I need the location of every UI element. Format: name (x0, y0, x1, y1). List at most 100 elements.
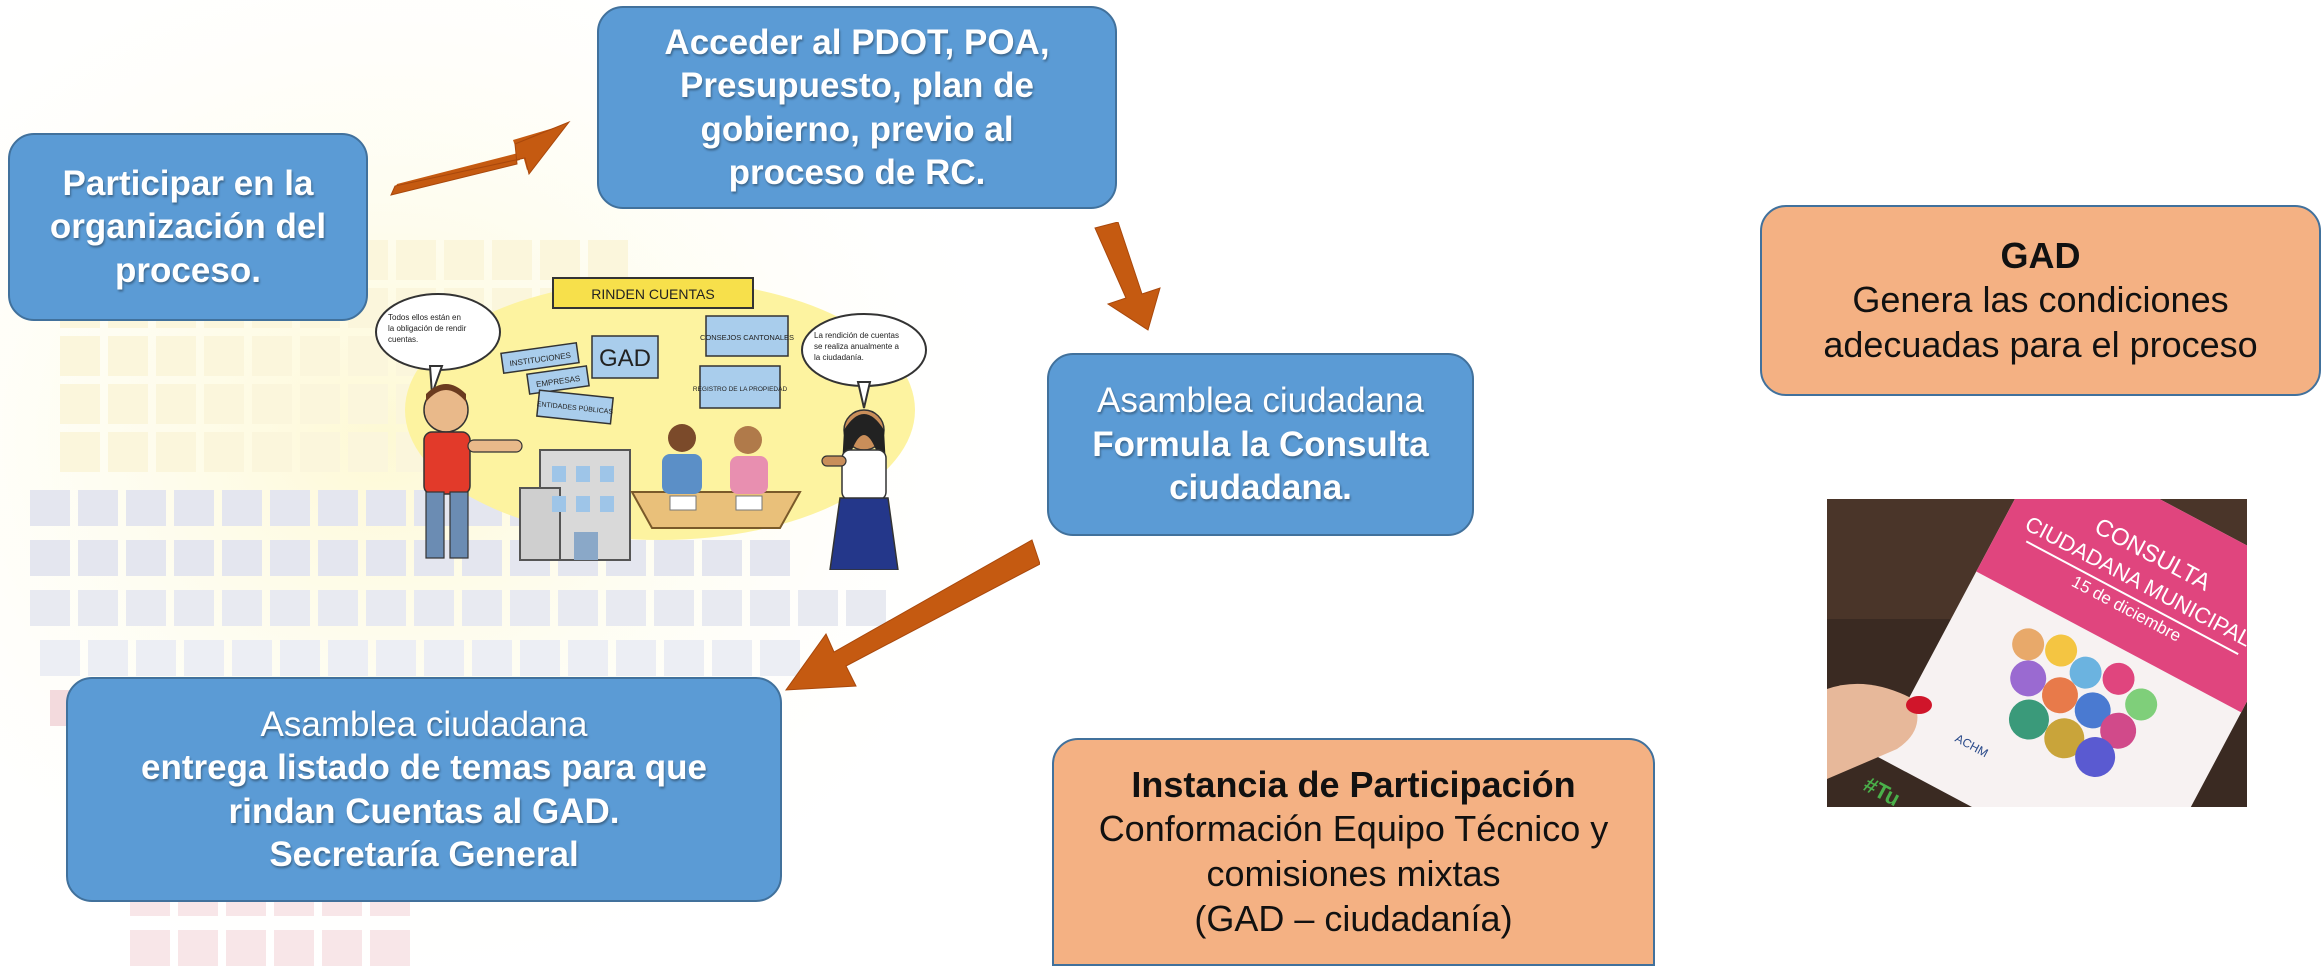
background-square (510, 590, 550, 626)
background-square (270, 490, 310, 526)
asamblea-formula-title: Asamblea ciudadana (1097, 381, 1424, 421)
background-square (366, 490, 406, 526)
background-square (654, 590, 694, 626)
arrow-left-down (784, 539, 1040, 691)
svg-text:La rendición de cuentas se: La rendición de cuentas se realiza anual… (814, 331, 901, 362)
background-square (204, 432, 244, 472)
background-square (60, 384, 100, 424)
background-square (616, 640, 656, 676)
background-square (798, 590, 838, 626)
background-square (40, 640, 80, 676)
participar-line-2: organización del (49, 207, 327, 247)
asamblea-formula-box: Asamblea ciudadana Formula la Consulta c… (1047, 353, 1474, 536)
background-square (222, 590, 262, 626)
background-square (462, 540, 502, 576)
background-square (846, 590, 886, 626)
background-square (156, 432, 196, 472)
instancia-line-1: Conformación Equipo Técnico y (1098, 808, 1609, 850)
participar-line-1: Participar en la (62, 163, 314, 203)
background-square (348, 384, 388, 424)
background-square (156, 336, 196, 376)
background-square (174, 490, 214, 526)
background-square (204, 336, 244, 376)
background-square (712, 640, 752, 676)
left-bubble-line-2: la obligación de rendir (388, 324, 467, 333)
background-square (396, 240, 436, 280)
background-square (492, 240, 532, 280)
acceder-line-4: proceso de RC. (728, 152, 986, 192)
background-square (366, 540, 406, 576)
background-square (444, 240, 484, 280)
background-square (370, 930, 410, 966)
background-square (300, 384, 340, 424)
background-square (60, 432, 100, 472)
building (519, 449, 631, 561)
background-square (178, 930, 218, 966)
banner-sign (552, 277, 754, 309)
right-bubble-line-3: la ciudadanía. (814, 353, 864, 362)
background-square (108, 336, 148, 376)
background-square (60, 336, 100, 376)
arrow-down (1094, 222, 1161, 331)
acceder-box: Acceder al PDOT, POA, Presupuesto, plan … (597, 6, 1117, 209)
background-square (472, 640, 512, 676)
participar-box: Participar en la organización del proces… (8, 133, 368, 321)
participar-line-3: proceso. (115, 250, 261, 290)
asamblea-entrega-title: Asamblea ciudadana (260, 704, 588, 744)
background-square (424, 640, 464, 676)
woman-figure (821, 409, 899, 570)
background-square (558, 590, 598, 626)
background-square (414, 590, 454, 626)
background-square (322, 930, 362, 966)
background-square (318, 540, 358, 576)
nail-polish (1906, 696, 1932, 714)
asamblea-formula-line-1: Formula la Consulta (1092, 424, 1429, 464)
background-square (664, 640, 704, 676)
background-square (126, 540, 166, 576)
instancia-line-2: comisiones mixtas (1206, 853, 1501, 894)
rinden-cuentas-illustration: RINDEN CUENTAS Todos ellos están en la o… (375, 277, 927, 570)
background-square (184, 640, 224, 676)
background-square (568, 640, 608, 676)
background-square (318, 490, 358, 526)
background-square (376, 640, 416, 676)
background-square (204, 384, 244, 424)
background-square (760, 640, 800, 676)
background-square (78, 540, 118, 576)
man-figure (423, 384, 523, 559)
hand (1827, 683, 1918, 779)
asamblea-entrega-line-1: entrega listado de temas para que (140, 748, 707, 788)
acceder-line-1: Acceder al PDOT, POA, (664, 22, 1050, 62)
svg-text:Todos ellos están en la ob: Todos ellos están en la obligación de re… (388, 313, 469, 344)
background-square (270, 590, 310, 626)
acceder-line-3: gobierno, previo al (700, 109, 1014, 149)
left-bubble-line-3: cuentas. (388, 335, 418, 344)
gad-line-2: adecuadas para el proceso (1823, 323, 2258, 365)
background-square (78, 590, 118, 626)
background-square (88, 640, 128, 676)
background-square (30, 490, 70, 526)
asamblea-formula-line-2: ciudadana. (1169, 468, 1352, 508)
background-square (606, 590, 646, 626)
background-square (252, 384, 292, 424)
background-square (750, 590, 790, 626)
right-bubble-line-2: se realiza anualmente a (814, 342, 899, 351)
background-square (300, 432, 340, 472)
acceder-line-2: Presupuesto, plan de (680, 66, 1034, 106)
background-square (318, 590, 358, 626)
background-square (252, 432, 292, 472)
background-square (702, 540, 742, 576)
instancia-title: Instancia de Participación (1131, 763, 1576, 805)
sign-gad: GAD (599, 345, 651, 372)
background-square (328, 640, 368, 676)
background-square (252, 336, 292, 376)
background-square (126, 490, 166, 526)
background-square (108, 384, 148, 424)
background-square (588, 240, 628, 280)
background-square (300, 336, 340, 376)
background-square (232, 640, 272, 676)
sign-registro: REGISTRO DE LA PROPIEDAD (693, 386, 788, 393)
background-square (540, 240, 580, 280)
instancia-box: Instancia de Participación Conformación … (1052, 738, 1655, 966)
background-square (462, 590, 502, 626)
